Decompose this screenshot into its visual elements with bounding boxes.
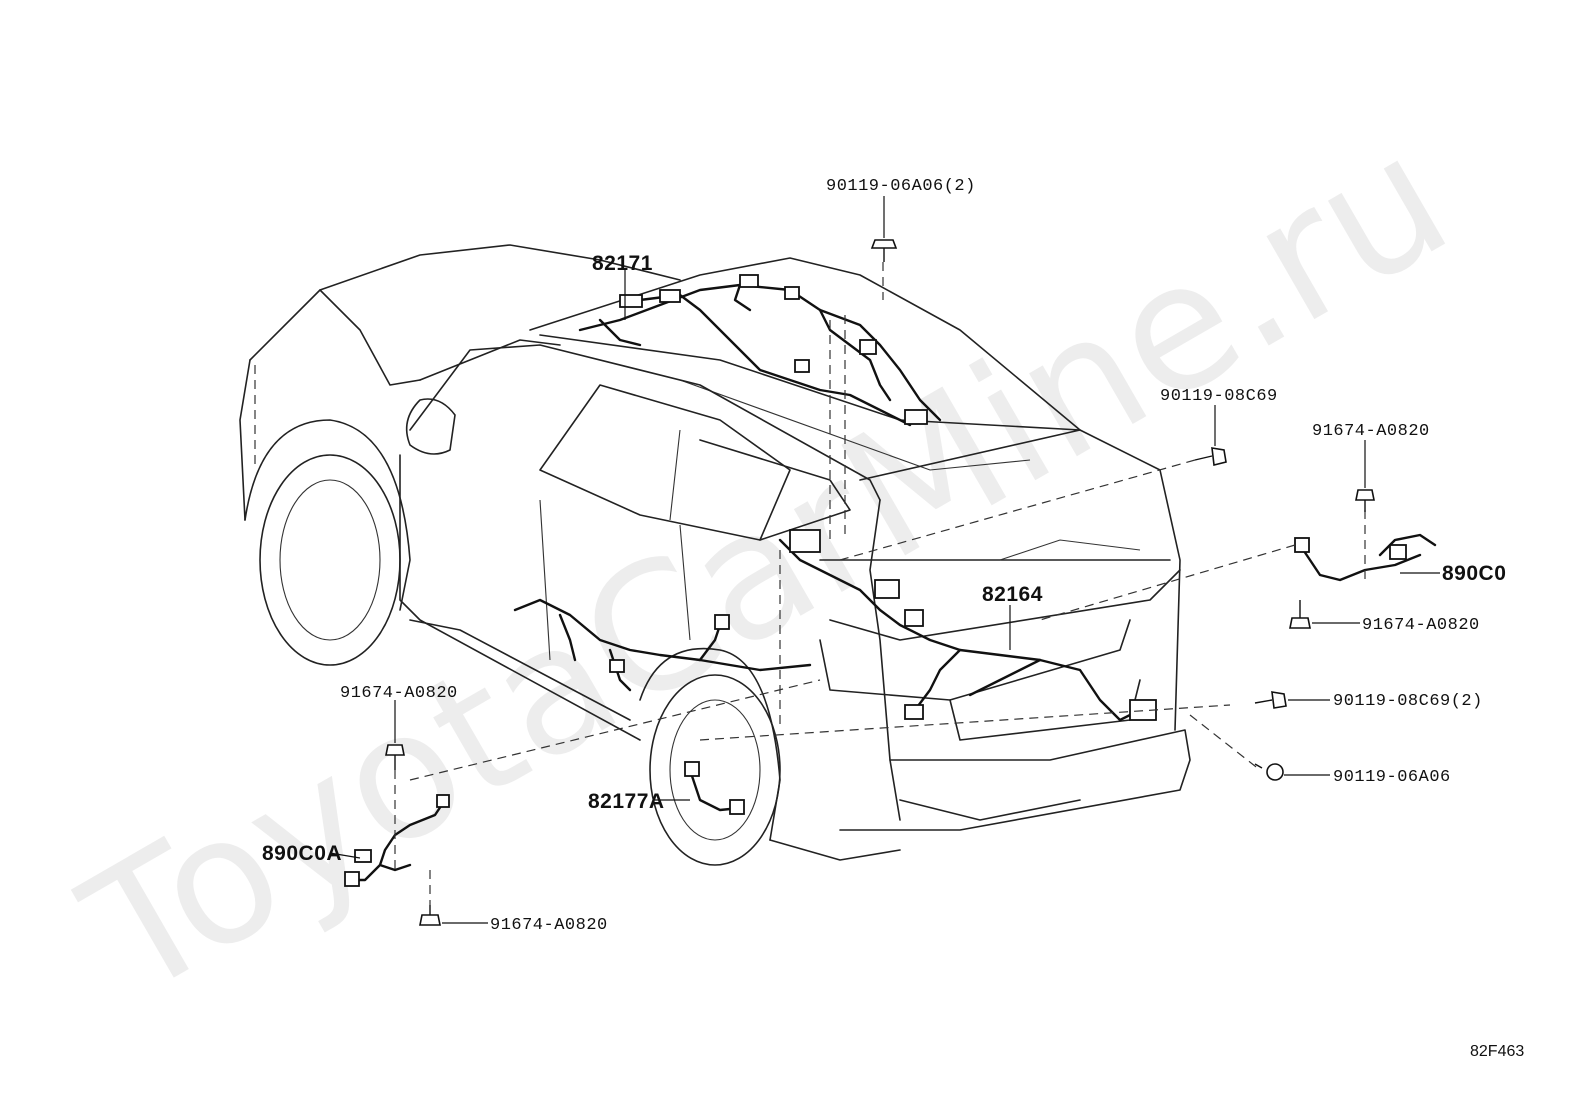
label-bolt-left-bottom: 91674-A0820 bbox=[490, 916, 608, 935]
label-bolt-right-top: 91674-A0820 bbox=[1312, 422, 1430, 441]
harness-82164-rear bbox=[778, 529, 1157, 722]
bolt-roof-icon bbox=[870, 239, 898, 262]
label-890C0: 890C0 bbox=[1442, 562, 1506, 585]
watermark: ToyotaCarMine.ru bbox=[54, 96, 1480, 1037]
reference-lines bbox=[394, 262, 1366, 905]
bolt-left-bottom-icon bbox=[419, 905, 441, 926]
bolt-left-top-icon bbox=[385, 744, 405, 770]
label-bolt-right-bottom: 91674-A0820 bbox=[1362, 616, 1480, 635]
label-bolt-roof: 90119-06A06(2) bbox=[826, 177, 976, 196]
label-bolt-rear-mid: 90119-08C69(2) bbox=[1333, 692, 1483, 711]
bolt-rear-upper-icon bbox=[1194, 447, 1227, 466]
harness-890C0 bbox=[1294, 533, 1437, 582]
harness-890C0A bbox=[344, 794, 450, 887]
label-82177A: 82177A bbox=[588, 790, 665, 813]
harness-82171-roof bbox=[578, 274, 942, 427]
label-bolt-rear-upper: 90119-08C69 bbox=[1160, 387, 1278, 406]
label-82171: 82171 bbox=[592, 252, 653, 275]
diagram-code: 82F463 bbox=[1470, 1043, 1524, 1060]
label-890C0A: 890C0A bbox=[262, 842, 342, 865]
label-bolt-left-top: 91674-A0820 bbox=[340, 684, 458, 703]
bolt-right-bottom-icon bbox=[1289, 600, 1311, 629]
harness-82177A-side bbox=[513, 598, 812, 815]
part-labels: 82171 82164 82177A 890C0 890C0A 90119-06… bbox=[262, 177, 1506, 935]
bolt-right-top-icon bbox=[1355, 489, 1375, 512]
bolt-rear-mid-icon bbox=[1254, 691, 1287, 709]
bolt-rear-low-icon bbox=[1254, 763, 1284, 781]
leader-lines bbox=[329, 196, 1440, 924]
label-bolt-rear-low: 90119-06A06 bbox=[1333, 768, 1451, 787]
label-82164: 82164 bbox=[982, 583, 1043, 606]
